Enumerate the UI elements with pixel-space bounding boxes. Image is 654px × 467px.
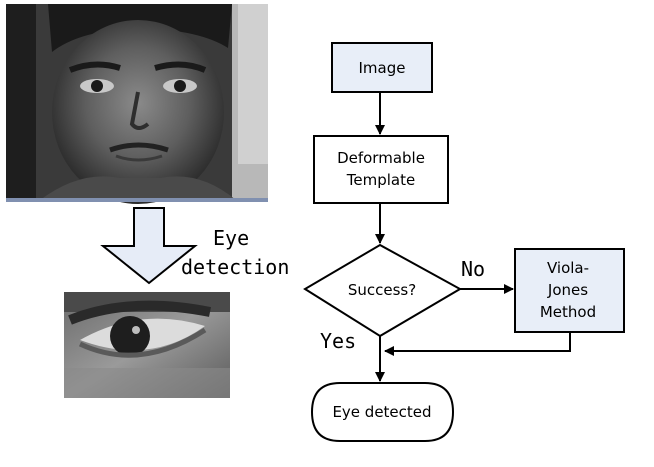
decision-label: Success? bbox=[348, 281, 416, 299]
eye-detected-terminal bbox=[310, 382, 455, 442]
image-box bbox=[331, 42, 433, 93]
template-label-line2: Template bbox=[346, 171, 415, 189]
eye-detection-arrow bbox=[100, 207, 198, 285]
image-box-label: Image bbox=[359, 59, 406, 77]
arrow-caption-detection: detection bbox=[181, 255, 289, 279]
viola-jones-line1: Viola- bbox=[547, 259, 589, 277]
face-photo bbox=[6, 4, 268, 204]
yes-label: Yes bbox=[320, 329, 356, 353]
viola-jones-line3: Method bbox=[540, 303, 596, 321]
deformable-template-box bbox=[313, 135, 449, 204]
no-label: No bbox=[461, 257, 485, 281]
viola-jones-line2: Jones bbox=[547, 281, 588, 299]
arrow-viola-return bbox=[384, 332, 571, 356]
viola-jones-box bbox=[514, 248, 625, 333]
arrow-caption-eye: Eye bbox=[213, 226, 249, 250]
template-label-line1: Deformable bbox=[337, 149, 425, 167]
terminal-label: Eye detected bbox=[332, 403, 431, 421]
eye-photo bbox=[64, 292, 230, 398]
